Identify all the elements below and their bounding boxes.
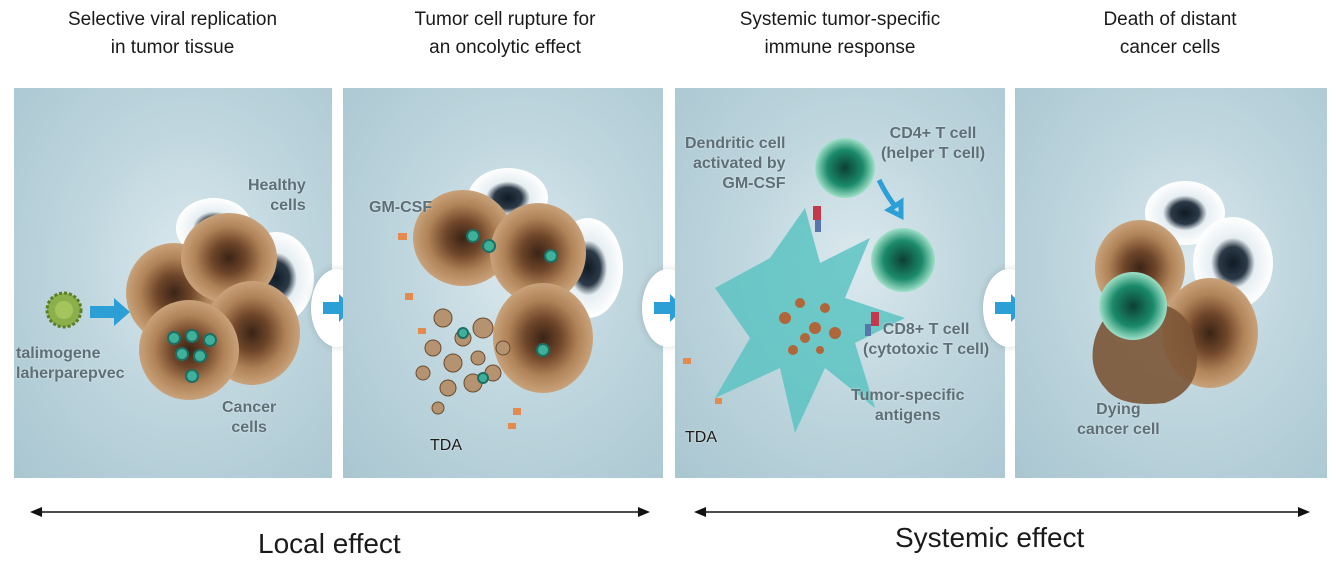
panel-4-illustration [1092, 181, 1273, 404]
step-2-heading: Tumor cell rupture for an oncolytic effe… [414, 9, 596, 58]
label-cd4-t-cell: CD4+ T cell (helper T cell) [881, 125, 986, 162]
arrow-icon [90, 298, 130, 326]
panel-2-illustration [398, 168, 623, 429]
arrow-icon [876, 178, 904, 221]
cancer-cell [181, 213, 277, 303]
panel-cell-rupture: GM-CSF TDA [343, 88, 663, 478]
gm-csf-particles [398, 233, 521, 429]
cd8-t-cell [1099, 272, 1167, 340]
label-tda: TDA [685, 429, 717, 446]
step-1-heading: Selective viral replication in tumor tis… [67, 9, 278, 58]
panel-1-illustration [45, 198, 314, 400]
label-tumor-antigens: Tumor-specific antigens [851, 387, 965, 424]
label-gm-csf: GM-CSF [369, 199, 433, 216]
systemic-effect-label: Systemic effect [895, 522, 1085, 553]
tumor-antigens [779, 298, 841, 355]
virus-icon [45, 291, 83, 329]
step-3-heading: Systemic tumor-specific immune response [739, 9, 941, 58]
virus-particles [457, 229, 558, 384]
panel-3-illustration [683, 138, 935, 433]
cancer-cell [493, 283, 593, 393]
label-dying-cancer-cell: Dying cancer cell [1077, 401, 1160, 438]
label-talimogene: talimogene laherparepvec [16, 345, 125, 382]
cancer-cell [490, 203, 586, 303]
label-cd8-t-cell: CD8+ T cell (cytotoxic T cell) [863, 321, 990, 358]
panel-immune-response: Dendritic cell activated by GM-CSF CD4+ … [675, 88, 1005, 478]
local-effect-arrow [30, 507, 650, 517]
cancer-cell [413, 190, 513, 286]
label-dendritic-cell: Dendritic cell activated by GM-CSF [685, 135, 786, 192]
tda-particles [683, 358, 722, 404]
cancer-cell [139, 300, 239, 400]
dendritic-cell [715, 208, 905, 433]
label-tda: TDA [430, 437, 462, 454]
virus-particles [167, 329, 217, 383]
receptor-icon [813, 206, 879, 336]
label-cancer-cells: Cancer cells [222, 399, 277, 436]
panel-viral-replication: Healthy cells talimogene laherparepvec C… [14, 88, 332, 478]
label-healthy-cells: Healthy cells [248, 177, 306, 214]
local-effect-label: Local effect [258, 528, 401, 559]
panel-distant-cell-death: Dying cancer cell [1015, 88, 1327, 478]
cd8-t-cell [871, 228, 935, 292]
cd4-t-cell [815, 138, 875, 198]
systemic-effect-arrow [694, 507, 1310, 517]
step-4-heading: Death of distant cancer cells [1103, 9, 1237, 58]
